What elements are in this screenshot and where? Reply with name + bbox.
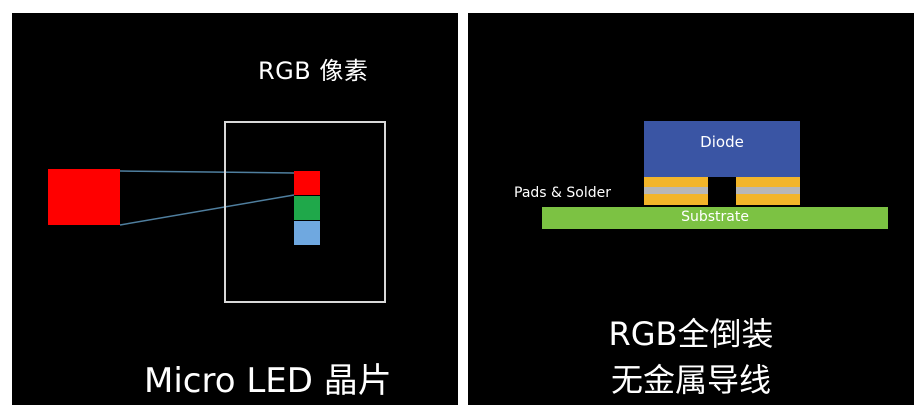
connector-line-top (119, 170, 295, 174)
solder-right (736, 187, 800, 194)
pixel-red-subpixel (294, 171, 320, 195)
diode-block (644, 121, 800, 177)
micro-led-chip-panel: RGB 像素 Micro LED 晶片 (12, 13, 458, 405)
pixel-green-subpixel (294, 196, 320, 220)
diode-label: Diode (700, 133, 744, 151)
rgb-pixel-frame (224, 121, 386, 303)
pixel-blue-subpixel (294, 221, 320, 245)
rgb-pixel-label: RGB 像素 (258, 57, 369, 85)
zoom-connector-lines (119, 170, 295, 226)
substrate-block (542, 207, 888, 229)
substrate-label: Substrate (681, 209, 749, 225)
chip-red-block (48, 169, 120, 225)
connector-line-bottom (119, 194, 295, 226)
pads-solder-label: Pads & Solder (514, 185, 611, 201)
flip-chip-caption-line2: 无金属导线 (610, 361, 771, 399)
flip-chip-caption-line1: RGB全倒装 (608, 315, 774, 353)
solder-left (644, 187, 708, 194)
micro-led-chip-caption: Micro LED 晶片 (144, 361, 392, 401)
flip-chip-panel: Diode Pads & Solder Substrate RGB全倒装 无金属… (468, 13, 914, 405)
